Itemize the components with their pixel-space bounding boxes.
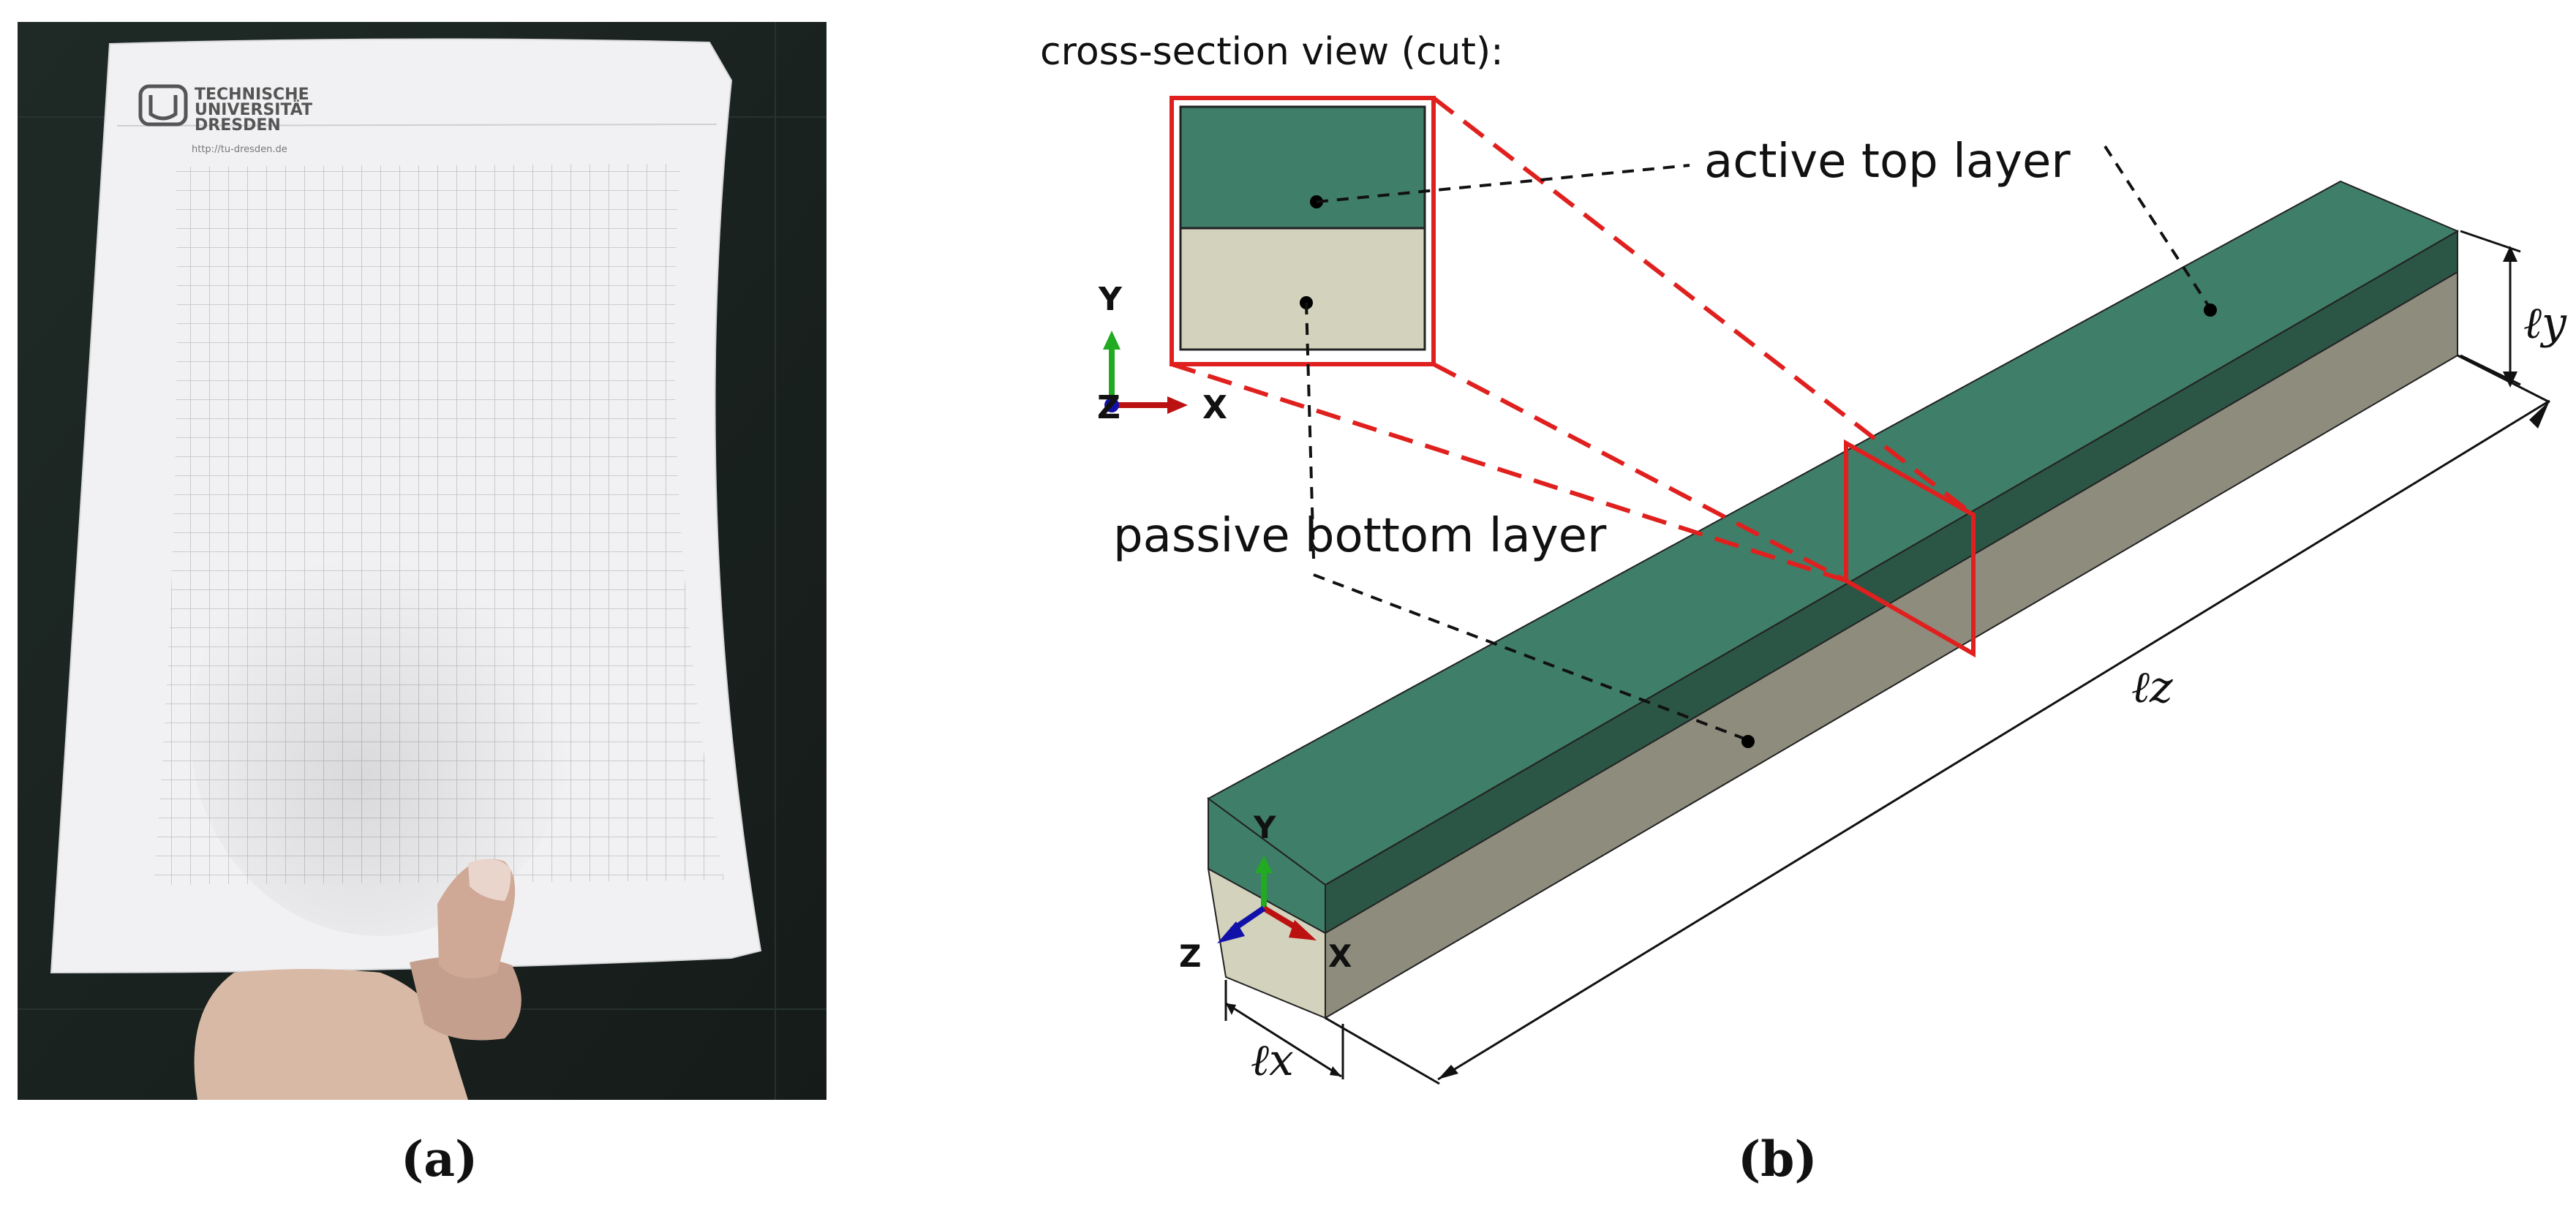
leader-lines (1305, 145, 2212, 742)
university-logo: TECHNISCHE UNIVERSITÄT DRESDEN (138, 84, 312, 135)
beam-diagram: cross-section view (cut): Y X Z (1040, 30, 2567, 1086)
inset-axis-y-label: Y (1098, 281, 1123, 318)
caption-a: (a) (401, 1131, 478, 1188)
beam-axis-y-label: Y (1253, 810, 1276, 845)
inset-axis-x-label: X (1202, 389, 1227, 426)
logo-line-2: UNIVERSITÄT (195, 100, 312, 119)
cut-plane (1844, 439, 1976, 658)
hand-photo (194, 859, 521, 1100)
cross-section-cut-frame (1170, 96, 1436, 366)
cross-section-bottom-layer (1179, 227, 1426, 351)
inset-axes: Y X Z (1097, 281, 1227, 426)
cross-section-top-layer (1179, 105, 1426, 230)
beam-top-point (2204, 303, 2217, 317)
dimension-ly-label: ℓy (2523, 298, 2567, 349)
paper-url: http://tu-dresden.de (192, 144, 287, 155)
paper-shadow (190, 527, 570, 936)
beam-active-side-face (1325, 230, 2458, 935)
photo-panel: TECHNISCHE UNIVERSITÄT DRESDEN http://tu… (18, 22, 826, 1100)
label-passive-bottom-layer: passive bottom layer (1113, 509, 1607, 563)
logo-line-1: TECHNISCHE (195, 86, 309, 104)
caption-b: (b) (1738, 1131, 1818, 1188)
logo-line-3: DRESDEN (195, 116, 281, 135)
dimension-lx-label: ℓx (1251, 1035, 1294, 1086)
beam-axis-z-label: Z (1179, 938, 1201, 974)
label-active-top-layer: active top layer (1704, 135, 2071, 189)
inset-axis-z-label: Z (1097, 389, 1121, 426)
cross-section-title: cross-section view (cut): (1040, 30, 1504, 74)
beam-bottom-point (1741, 735, 1755, 748)
beam-axis-x-label: X (1328, 938, 1352, 974)
beam-axes: Y X Z (1179, 810, 1352, 974)
cross-section-inset (1170, 96, 1436, 366)
projection-lines (1171, 96, 1975, 583)
dimension-arrowheads (1226, 246, 2550, 1079)
dimension-lz-label: ℓz (2131, 662, 2173, 713)
